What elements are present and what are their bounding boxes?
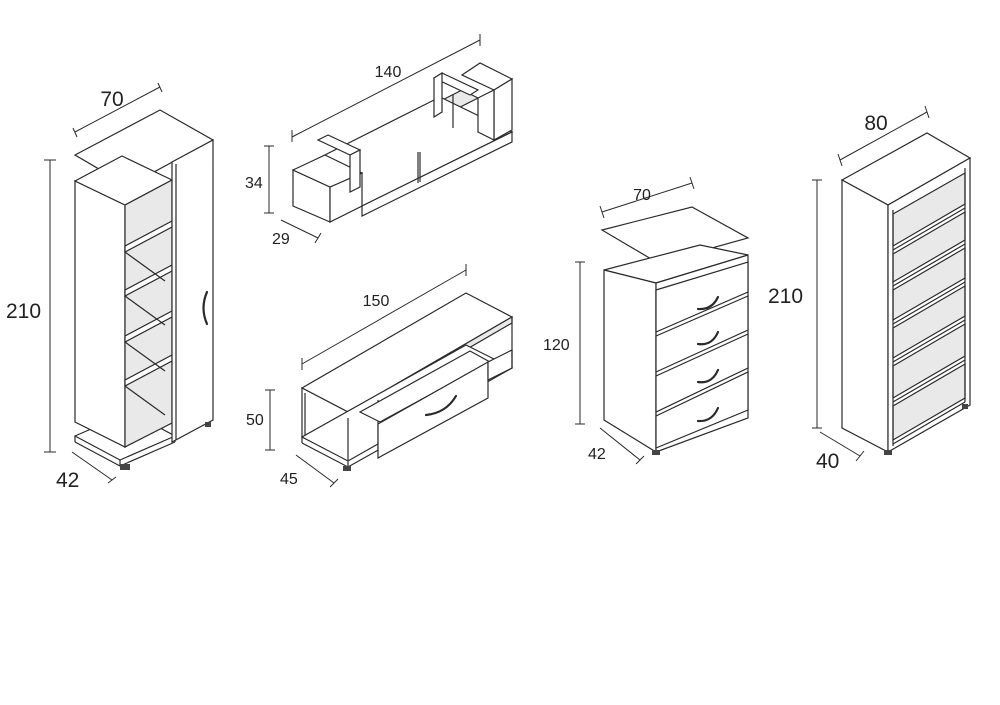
chest-depth-dimension: 42 — [588, 427, 645, 465]
curved-handle-icon — [696, 406, 720, 423]
bookcase-left-side — [841, 178, 889, 453]
chest-drawers — [655, 261, 749, 449]
curved-handle-icon — [202, 290, 209, 326]
bookcase-width-label: 80 — [864, 112, 887, 135]
chest-drawer — [655, 295, 749, 373]
tv-stand-height-label: 50 — [246, 412, 264, 429]
bookcase: 80 210 40 — [768, 105, 972, 473]
wall-shelf-depth-dimension: 29 — [272, 219, 322, 248]
bookcase-height-dimension: 210 — [768, 179, 822, 429]
wardrobe-left-side — [74, 180, 126, 448]
chest-width-label: 70 — [633, 187, 651, 204]
curved-handle-icon — [696, 330, 720, 346]
wardrobe-door — [171, 138, 214, 444]
tv-stand-depth-label: 45 — [280, 471, 298, 488]
wardrobe-depth-label: 42 — [56, 469, 79, 492]
wardrobe-width-dimension: 70 — [72, 82, 163, 138]
tv-stand-depth-dimension: 45 — [280, 454, 339, 488]
tv-stand: 150 50 45 — [246, 264, 514, 488]
chest-top-panel — [600, 206, 750, 264]
wall-shelf: 140 34 29 — [245, 34, 514, 248]
chest-height-label: 120 — [543, 337, 570, 354]
tv-stand-width-label: 150 — [363, 293, 390, 310]
bookcase-depth-dimension: 40 — [816, 431, 865, 473]
chest-drawer — [655, 261, 749, 333]
wardrobe-height-label: 210 — [6, 300, 41, 323]
chest-drawer — [655, 333, 749, 413]
bookcase-depth-label: 40 — [816, 450, 839, 473]
chest-drawer — [655, 371, 749, 449]
wardrobe-foot — [120, 464, 130, 470]
wall-shelf-depth-label: 29 — [272, 231, 290, 248]
tv-stand-width-dimension: 150 — [301, 264, 467, 370]
wardrobe-shelves — [124, 220, 173, 416]
wardrobe: 70 210 42 — [6, 82, 215, 492]
wall-shelf-width-label: 140 — [375, 64, 402, 81]
bookcase-width-dimension: 80 — [837, 105, 930, 167]
wardrobe-height-dimension: 210 — [6, 159, 56, 453]
tv-stand-height-dimension: 50 — [246, 389, 275, 451]
curved-handle-icon — [696, 295, 720, 311]
chest-left-side — [603, 269, 657, 454]
wall-shelf-width-dimension: 140 — [291, 34, 481, 142]
wall-shelf-height-dimension: 34 — [245, 145, 274, 214]
chest-depth-label: 42 — [588, 446, 606, 463]
chest-width-dimension: 70 — [599, 176, 695, 219]
curved-handle-icon — [424, 394, 458, 417]
chest-of-drawers: 70 120 42 — [543, 176, 750, 465]
bookcase-height-label: 210 — [768, 285, 803, 308]
wall-shelf-height-label: 34 — [245, 175, 263, 192]
curved-handle-icon — [696, 368, 720, 384]
bookcase-shelves — [892, 168, 966, 446]
wardrobe-depth-dimension: 42 — [56, 451, 117, 492]
chest-height-dimension: 120 — [543, 261, 585, 425]
wardrobe-width-label: 70 — [100, 88, 123, 111]
tv-stand-drawer-front — [377, 360, 489, 460]
